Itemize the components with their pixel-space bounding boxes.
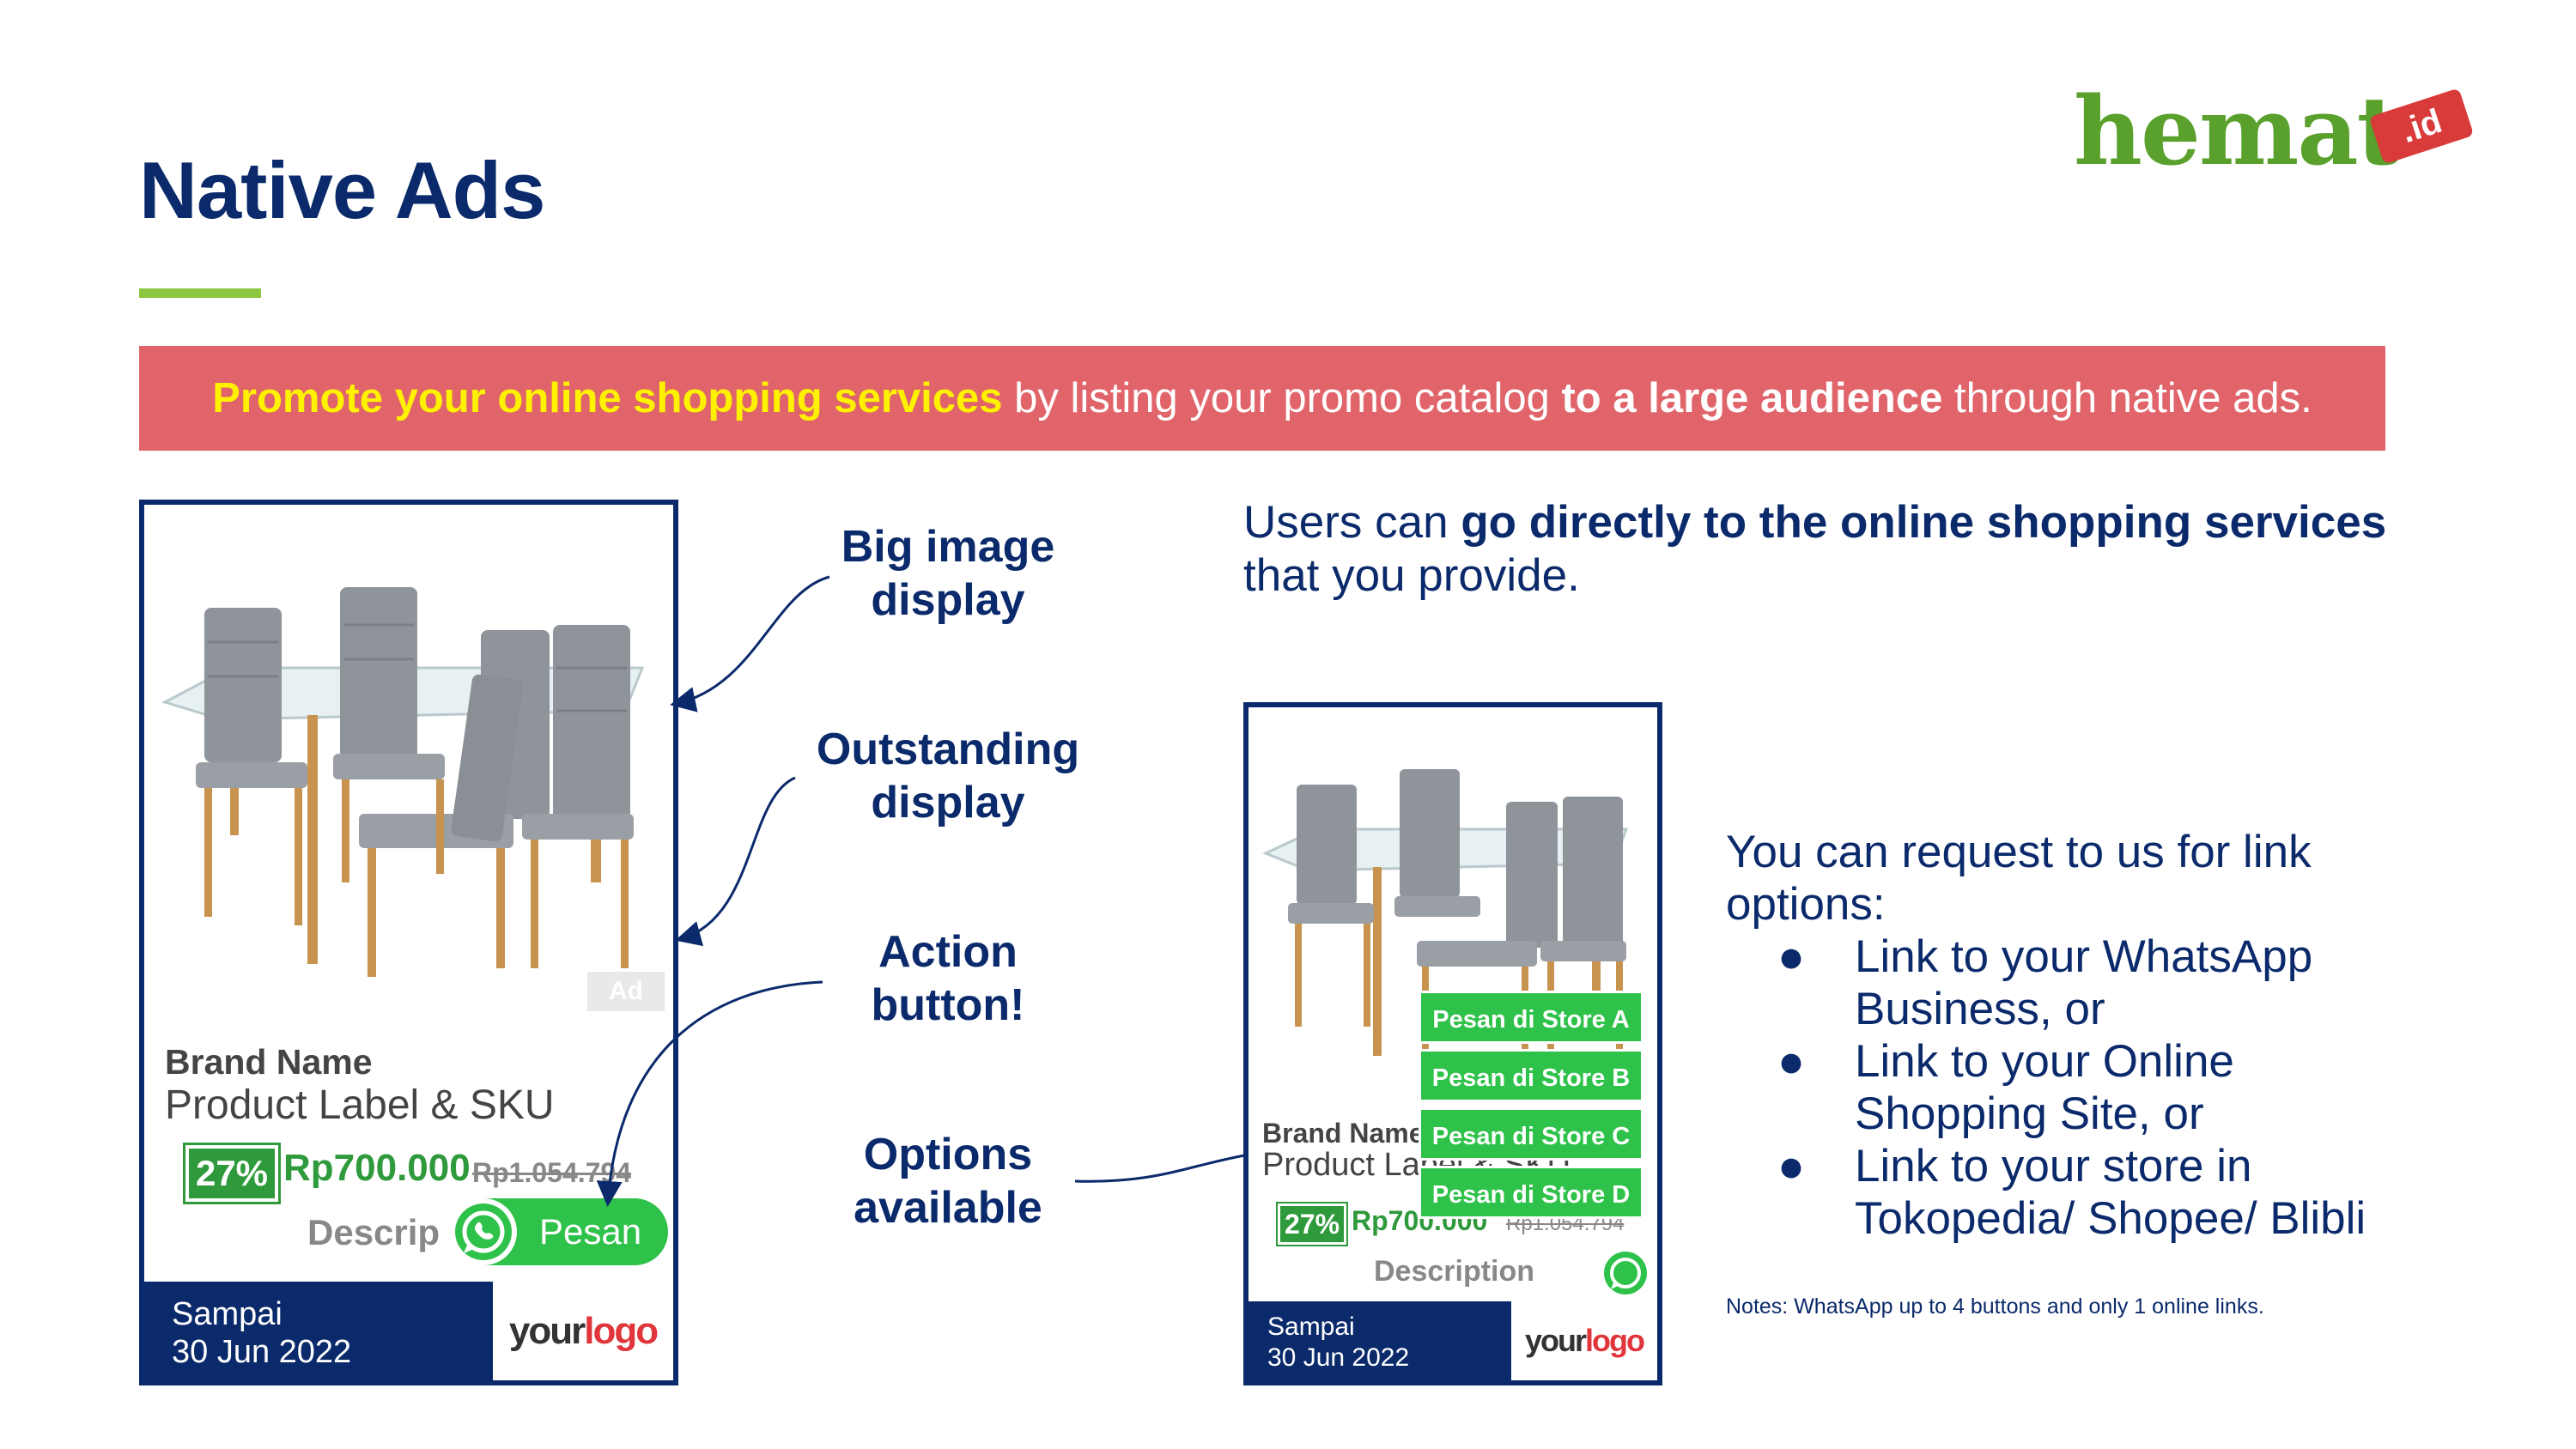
expiry-label: Sampai xyxy=(172,1296,283,1332)
callout-action-button: Action button! xyxy=(776,925,1120,1032)
users-text-bold: go directly to the online shopping servi… xyxy=(1461,497,2387,548)
banner-highlight: Promote your online shopping services xyxy=(212,375,1003,421)
list-item: ● Link to your store in Tokopedia/ Shopee… xyxy=(1726,1140,2396,1245)
callout-options-line1: Options xyxy=(863,1130,1033,1179)
dining-set-image xyxy=(161,587,645,977)
callout-outstanding-line2: display xyxy=(871,778,1025,828)
arrow-big-image xyxy=(670,575,830,712)
callout-big-image-line1: Big image xyxy=(841,522,1055,572)
pesan-button-label: Pesan xyxy=(539,1211,642,1252)
list-item: ● Link to your Online Shopping Site, or xyxy=(1726,1035,2396,1140)
store-button-a[interactable]: Pesan di Store A xyxy=(1419,991,1643,1044)
card-footer: Sampai 30 Jun 2022 yourlogo xyxy=(144,1282,673,1380)
banner-end: through native ads. xyxy=(1942,375,2312,421)
banner-bold: to a large audience xyxy=(1561,375,1943,421)
store-button-c[interactable]: Pesan di Store C xyxy=(1419,1107,1643,1161)
list-item-text: Link to your WhatsApp Business, or xyxy=(1855,931,2313,1034)
store-button-b[interactable]: Pesan di Store B xyxy=(1419,1049,1643,1102)
bullet: ● xyxy=(1777,931,1806,982)
list-item-text: Link to your store in Tokopedia/ Shopee/… xyxy=(1855,1141,2366,1244)
expiry-date-small: Sampai 30 Jun 2022 xyxy=(1267,1312,1409,1373)
brand-name: Brand Name xyxy=(165,1042,373,1082)
title-underline xyxy=(139,288,261,298)
list-item: ● Link to your WhatsApp Business, or xyxy=(1726,931,2396,1035)
link-options-intro: You can request to us for link options: xyxy=(1726,827,2312,930)
expiry-label-small: Sampai xyxy=(1267,1313,1355,1341)
product-label: Product Label & SKU xyxy=(165,1082,555,1128)
callout-action-line1: Action xyxy=(878,927,1018,977)
expiry-value: 30 Jun 2022 xyxy=(172,1334,352,1370)
advertiser-logo-small: yourlogo xyxy=(1506,1301,1657,1380)
arrow-outstanding xyxy=(675,776,796,947)
notes: Notes: WhatsApp up to 4 buttons and only… xyxy=(1726,1294,2264,1319)
bullet: ● xyxy=(1777,1036,1806,1087)
discount-badge-small: 27% xyxy=(1276,1202,1348,1246)
pesan-button[interactable]: Pesan xyxy=(450,1198,668,1265)
brand-logo-text: hemat xyxy=(2074,76,2400,186)
expiry-date: Sampai 30 Jun 2022 xyxy=(172,1295,351,1371)
whatsapp-icon xyxy=(450,1198,517,1265)
bullet: ● xyxy=(1777,1141,1806,1191)
store-button-d[interactable]: Pesan di Store D xyxy=(1419,1166,1643,1219)
callout-options: Options available xyxy=(776,1128,1120,1234)
arrow-action xyxy=(596,980,823,1207)
callout-options-line2: available xyxy=(854,1183,1042,1233)
logo-logo: logo xyxy=(584,1310,659,1352)
hemat-logo: hemat .id xyxy=(2074,76,2475,187)
logo-logo-small: logo xyxy=(1585,1323,1645,1358)
link-options-list: ● Link to your WhatsApp Business, or ● Lin… xyxy=(1726,931,2396,1245)
users-description: Users can go directly to the online shop… xyxy=(1243,496,2428,603)
native-ad-card-options[interactable]: Brand Name Product Label & SKU 27% Rp700… xyxy=(1243,702,1662,1385)
callout-big-image: Big image display xyxy=(776,520,1120,627)
native-ad-card-large[interactable]: Ad Brand Name Product Label & SKU 27% Rp… xyxy=(139,500,678,1385)
promo-banner: Promote your online shopping services by… xyxy=(139,346,2385,451)
page-title: Native Ads xyxy=(139,145,545,235)
description: Descrip xyxy=(307,1212,440,1252)
ad-chip: Ad xyxy=(587,972,665,1011)
list-item-text: Link to your Online Shopping Site, or xyxy=(1855,1036,2234,1139)
discount-badge: 27% xyxy=(183,1143,281,1204)
users-text-end: that you provide. xyxy=(1243,550,1580,601)
logo-your-small: your xyxy=(1525,1323,1587,1358)
callout-action-line2: button! xyxy=(871,980,1025,1030)
callout-big-image-line2: display xyxy=(871,575,1025,625)
card-footer-small: Sampai 30 Jun 2022 yourlogo xyxy=(1249,1301,1657,1380)
brand-name-small: Brand Name xyxy=(1262,1118,1425,1149)
whatsapp-icon[interactable] xyxy=(1599,1246,1652,1300)
callout-outstanding: Outstanding display xyxy=(776,723,1120,829)
dining-set-image-small xyxy=(1262,769,1629,1061)
expiry-value-small: 30 Jun 2022 xyxy=(1267,1343,1410,1372)
users-text-start: Users can xyxy=(1243,497,1461,548)
banner-mid: by listing your promo catalog xyxy=(1002,375,1562,421)
logo-your: your xyxy=(508,1310,586,1352)
advertiser-logo: yourlogo xyxy=(488,1282,673,1380)
description-small: Description xyxy=(1374,1255,1535,1288)
link-options-text: You can request to us for link options: … xyxy=(1726,826,2396,1245)
price: Rp700.000 xyxy=(283,1147,471,1189)
callout-outstanding-line1: Outstanding xyxy=(816,724,1080,774)
